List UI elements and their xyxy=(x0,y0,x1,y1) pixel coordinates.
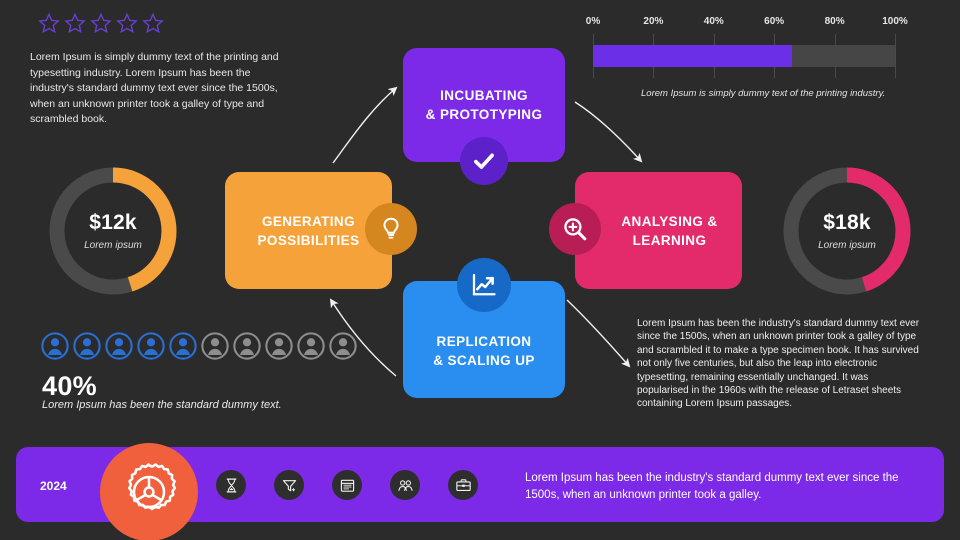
person-icon xyxy=(105,332,133,360)
funnel-icon xyxy=(282,479,296,491)
check-badge[interactable] xyxy=(460,137,508,185)
progress-fill xyxy=(593,45,793,67)
person-icon xyxy=(41,332,69,360)
hourglass-icon xyxy=(226,478,236,492)
progress-chart: 0% 20% 40% 60% 80% 100% Lorem Ipsum is s… xyxy=(585,16,908,99)
process-box-generating[interactable]: GENERATING POSSIBILITIES xyxy=(225,172,392,289)
person-icon xyxy=(201,332,229,360)
star-outline-icon xyxy=(90,12,112,34)
check-icon xyxy=(474,153,494,169)
star-outline-icon xyxy=(64,12,86,34)
arrow-incubating-to-analysing xyxy=(574,101,643,163)
zoom-in-badge[interactable] xyxy=(549,203,601,255)
star-rating xyxy=(38,12,164,34)
banner-year-label: 2024 xyxy=(40,479,67,493)
progress-track xyxy=(593,45,895,67)
person-icon xyxy=(329,332,357,360)
hourglass-badge[interactable] xyxy=(216,470,246,500)
person-icon xyxy=(265,332,293,360)
process-box-analysing[interactable]: ANALYSING & LEARNING xyxy=(575,172,742,289)
process-box-analysing-line2: LEARNING xyxy=(632,232,707,248)
person-icon xyxy=(169,332,197,360)
progress-tick: 0% xyxy=(585,16,601,27)
people-group-icon xyxy=(397,479,413,491)
arrow-generating-to-incubating xyxy=(332,86,398,164)
person-icon xyxy=(233,332,261,360)
person-icon xyxy=(73,332,101,360)
process-box-generating-line1: GENERATING xyxy=(261,213,355,229)
progress-tick: 60% xyxy=(764,16,785,27)
arrow-analysing-to-replication xyxy=(566,299,631,368)
process-box-replication-line1: REPLICATION xyxy=(436,333,532,349)
briefcase-badge[interactable] xyxy=(448,470,478,500)
lightbulb-badge[interactable] xyxy=(365,203,417,255)
process-box-incubating-line1: INCUBATING xyxy=(440,88,528,103)
funnel-badge[interactable] xyxy=(274,470,304,500)
progress-tick-labels: 0% 20% 40% 60% 80% 100% xyxy=(586,16,908,32)
star-outline-icon xyxy=(142,12,164,34)
progress-tick: 20% xyxy=(643,16,664,27)
calendar-icon xyxy=(340,479,354,492)
progress-gridlines xyxy=(593,34,896,78)
briefcase-icon xyxy=(455,478,471,491)
right-paragraph: Lorem Ipsum has been the industry's stan… xyxy=(637,318,920,410)
people-group-badge[interactable] xyxy=(390,470,420,500)
progress-caption: Lorem Ipsum is simply dummy text of the … xyxy=(641,88,886,99)
person-icon xyxy=(137,332,165,360)
growth-chart-icon xyxy=(472,273,496,296)
calendar-badge[interactable] xyxy=(332,470,362,500)
intro-paragraph: Lorem Ipsum is simply dummy text of the … xyxy=(30,51,279,125)
star-outline-icon xyxy=(116,12,138,34)
donut-gauge-icon xyxy=(783,167,911,295)
donut-gauge-icon xyxy=(49,167,177,295)
donut-gauge-right: $18k Lorem ipsum xyxy=(779,163,915,299)
gear-steering-icon xyxy=(127,463,177,511)
banner-icon-row xyxy=(216,470,478,500)
gear-steering-badge[interactable] xyxy=(100,443,198,540)
banner-description: Lorem Ipsum has been the industry's stan… xyxy=(525,472,899,501)
star-outline-icon xyxy=(38,12,60,34)
zoom-in-icon xyxy=(564,218,587,241)
progress-tick: 100% xyxy=(882,16,908,27)
process-box-analysing-line1: ANALYSING & xyxy=(621,213,718,229)
growth-chart-badge[interactable] xyxy=(457,258,511,312)
donut-gauge-left: $12k Lorem ipsum xyxy=(45,163,181,299)
people-pictogram xyxy=(40,331,358,361)
process-box-generating-line2: POSSIBILITIES xyxy=(257,232,360,248)
process-box-replication-line2: & SCALING UP xyxy=(433,352,535,368)
lightbulb-icon xyxy=(383,217,399,239)
people-percent-caption: Lorem Ipsum has been the standard dummy … xyxy=(42,399,282,411)
people-percent-value: 40% xyxy=(42,371,97,401)
progress-tick: 40% xyxy=(703,16,724,27)
process-box-incubating-line2: & PROTOTYPING xyxy=(425,107,543,122)
progress-tick: 80% xyxy=(824,16,845,27)
person-icon xyxy=(297,332,325,360)
